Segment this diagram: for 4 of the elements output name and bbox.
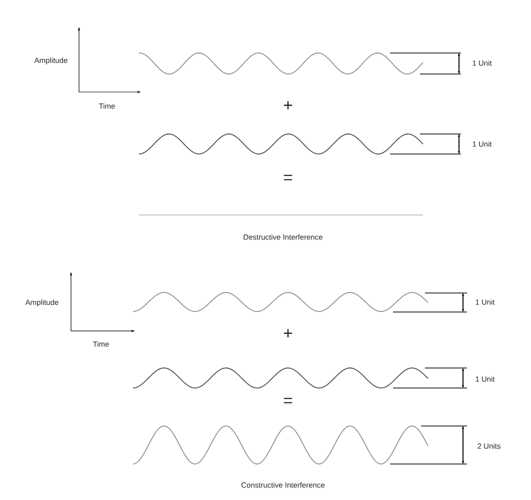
operator-sign: = xyxy=(284,174,292,180)
operator-sign: = xyxy=(284,398,292,404)
operator-sign: + xyxy=(284,329,292,338)
operator-sign: + xyxy=(284,101,292,110)
